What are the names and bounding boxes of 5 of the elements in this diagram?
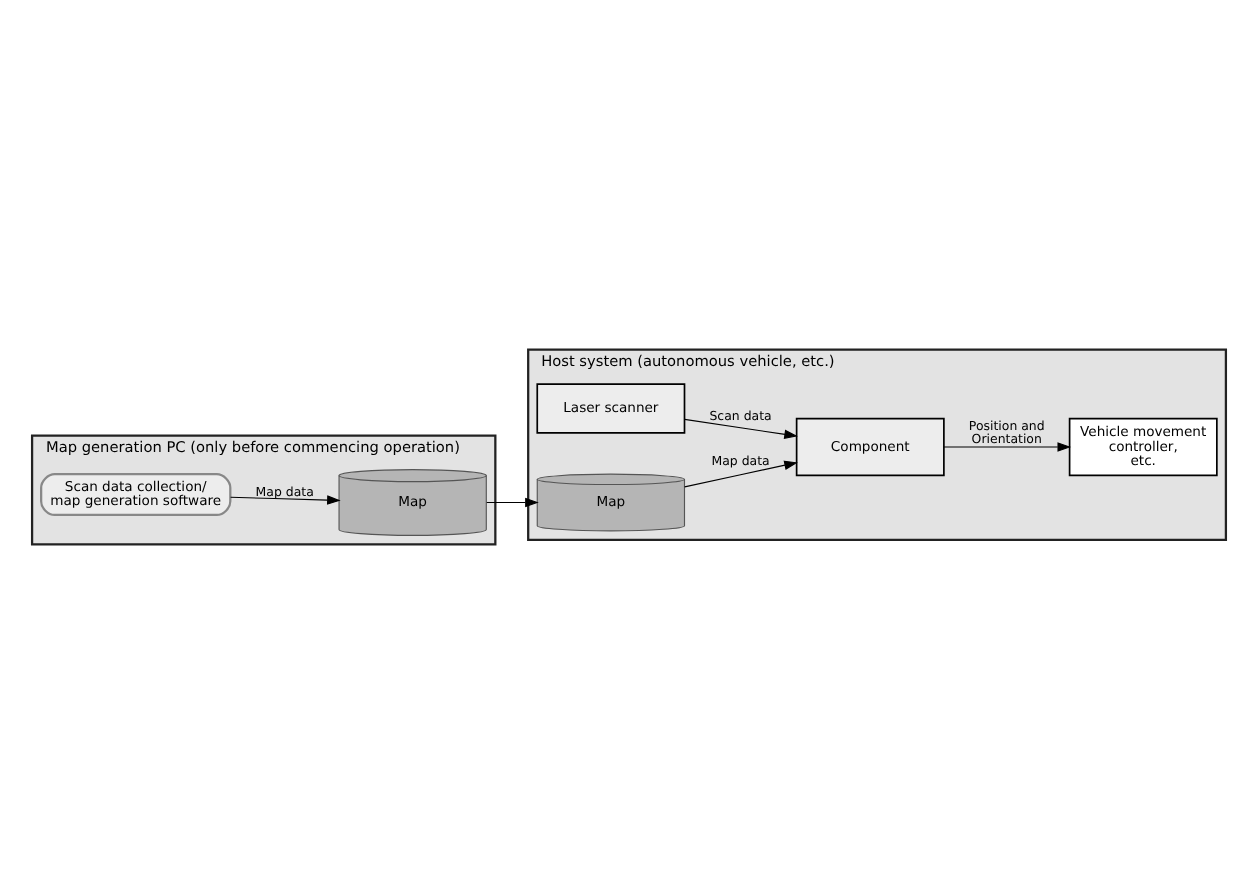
arrow — [230, 494, 341, 504]
arrow — [486, 496, 539, 507]
arrow — [684, 417, 798, 439]
arrow — [684, 459, 798, 487]
arrow — [943, 441, 1072, 451]
